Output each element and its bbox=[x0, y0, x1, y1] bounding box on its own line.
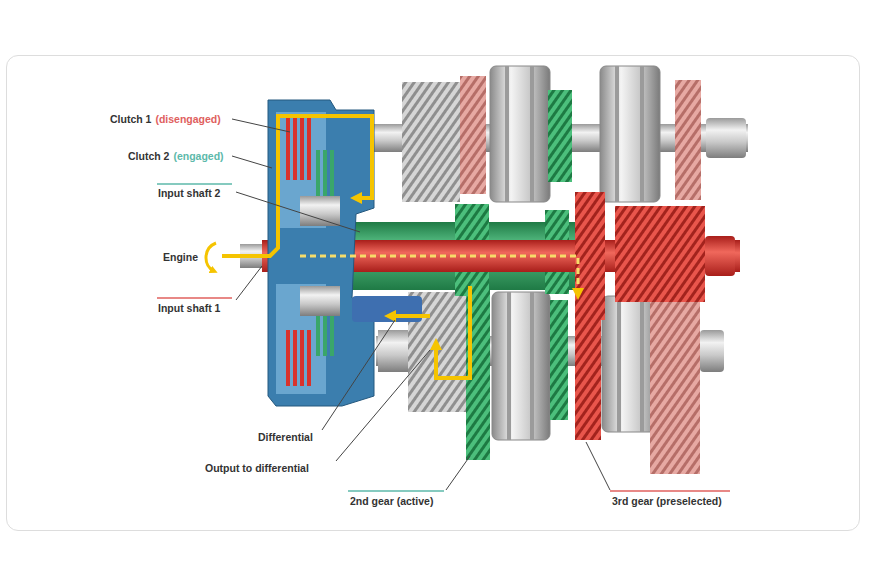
dual-clutch-part bbox=[286, 118, 290, 180]
dual-clutch-part bbox=[316, 150, 320, 202]
label-bars-part bbox=[610, 490, 730, 492]
lower-shaft-part bbox=[617, 296, 621, 432]
dual-clutch-part bbox=[293, 118, 297, 180]
dual-clutch-part bbox=[300, 286, 340, 316]
lower-shaft-part bbox=[640, 296, 644, 432]
leader-lines-part bbox=[232, 119, 290, 132]
input-shafts-part bbox=[615, 206, 705, 302]
leader-lines-part bbox=[236, 192, 360, 232]
lower-shaft-part bbox=[492, 292, 550, 440]
upper-shaft-part bbox=[548, 90, 572, 182]
leader-lines-part bbox=[232, 156, 272, 168]
label-bars-part bbox=[348, 490, 444, 492]
input-shafts-part bbox=[575, 192, 605, 320]
dual-clutch-part bbox=[300, 330, 304, 386]
upper-shaft-part bbox=[615, 66, 619, 202]
lower-shaft-part bbox=[378, 330, 408, 372]
label-bars-part bbox=[157, 297, 232, 299]
upper-shaft-part bbox=[530, 66, 534, 202]
part-label: (engaged) bbox=[173, 150, 223, 162]
upper-shaft-part bbox=[706, 118, 746, 158]
power-flow-arrows-part bbox=[300, 256, 578, 294]
upper-shaft-part bbox=[402, 82, 460, 202]
dual-clutch-part bbox=[330, 150, 334, 202]
part-label: Engine bbox=[163, 251, 198, 263]
part-label: Output to differential bbox=[205, 462, 309, 474]
upper-shaft-part bbox=[675, 80, 701, 200]
leader-lines-part bbox=[322, 320, 395, 430]
upper-shaft bbox=[370, 66, 748, 202]
part-label: (disengaged) bbox=[155, 113, 220, 125]
leader-lines bbox=[232, 119, 610, 490]
dual-clutch-part bbox=[293, 330, 297, 386]
upper-shaft-part bbox=[600, 66, 660, 202]
dual-clutch-part bbox=[307, 330, 311, 386]
dual-clutch bbox=[268, 100, 422, 406]
dual-clutch-part bbox=[352, 296, 422, 322]
part-label: Clutch 1 bbox=[110, 113, 151, 125]
dual-clutch-part bbox=[307, 118, 311, 180]
input-shafts-part bbox=[705, 236, 735, 276]
label-bars-part bbox=[157, 183, 232, 185]
upper-shaft-part bbox=[460, 76, 486, 194]
part-label: 2nd gear (active) bbox=[350, 495, 433, 507]
leader-lines-part bbox=[586, 442, 610, 490]
power-flow-arrows-part bbox=[222, 116, 372, 256]
upper-shaft-part bbox=[490, 66, 550, 202]
lower-shaft bbox=[376, 284, 724, 474]
dual-clutch-part bbox=[300, 196, 340, 226]
dual-clutch-part bbox=[268, 100, 374, 406]
upper-shaft-part bbox=[505, 66, 509, 202]
label-bars bbox=[157, 184, 730, 491]
power-flow-arrows-part bbox=[436, 286, 470, 378]
lower-shaft-part bbox=[700, 330, 724, 372]
dual-clutch-part bbox=[286, 330, 290, 386]
leader-lines-part bbox=[446, 456, 470, 490]
part-label: Input shaft 2 bbox=[158, 187, 220, 199]
leader-lines-part bbox=[336, 350, 430, 461]
power-flow-arrows bbox=[206, 116, 578, 378]
part-label: 3rd gear (preselected) bbox=[612, 495, 722, 507]
lower-shaft-part bbox=[650, 290, 700, 474]
lower-shaft-part bbox=[550, 300, 568, 420]
part-label: Differential bbox=[258, 431, 313, 443]
dual-clutch-part bbox=[300, 118, 304, 180]
power-flow-arrows-part bbox=[390, 314, 430, 318]
part-label: Input shaft 1 bbox=[158, 302, 220, 314]
upper-shaft-part bbox=[640, 66, 644, 202]
lower-shaft-part bbox=[530, 292, 534, 440]
leader-lines-part bbox=[236, 266, 262, 300]
lower-shaft-part bbox=[507, 292, 511, 440]
input-shafts bbox=[240, 192, 740, 320]
dual-clutch-part bbox=[323, 150, 327, 202]
power-flow-arrows-part bbox=[206, 243, 216, 271]
part-label: Clutch 2 bbox=[128, 150, 169, 162]
